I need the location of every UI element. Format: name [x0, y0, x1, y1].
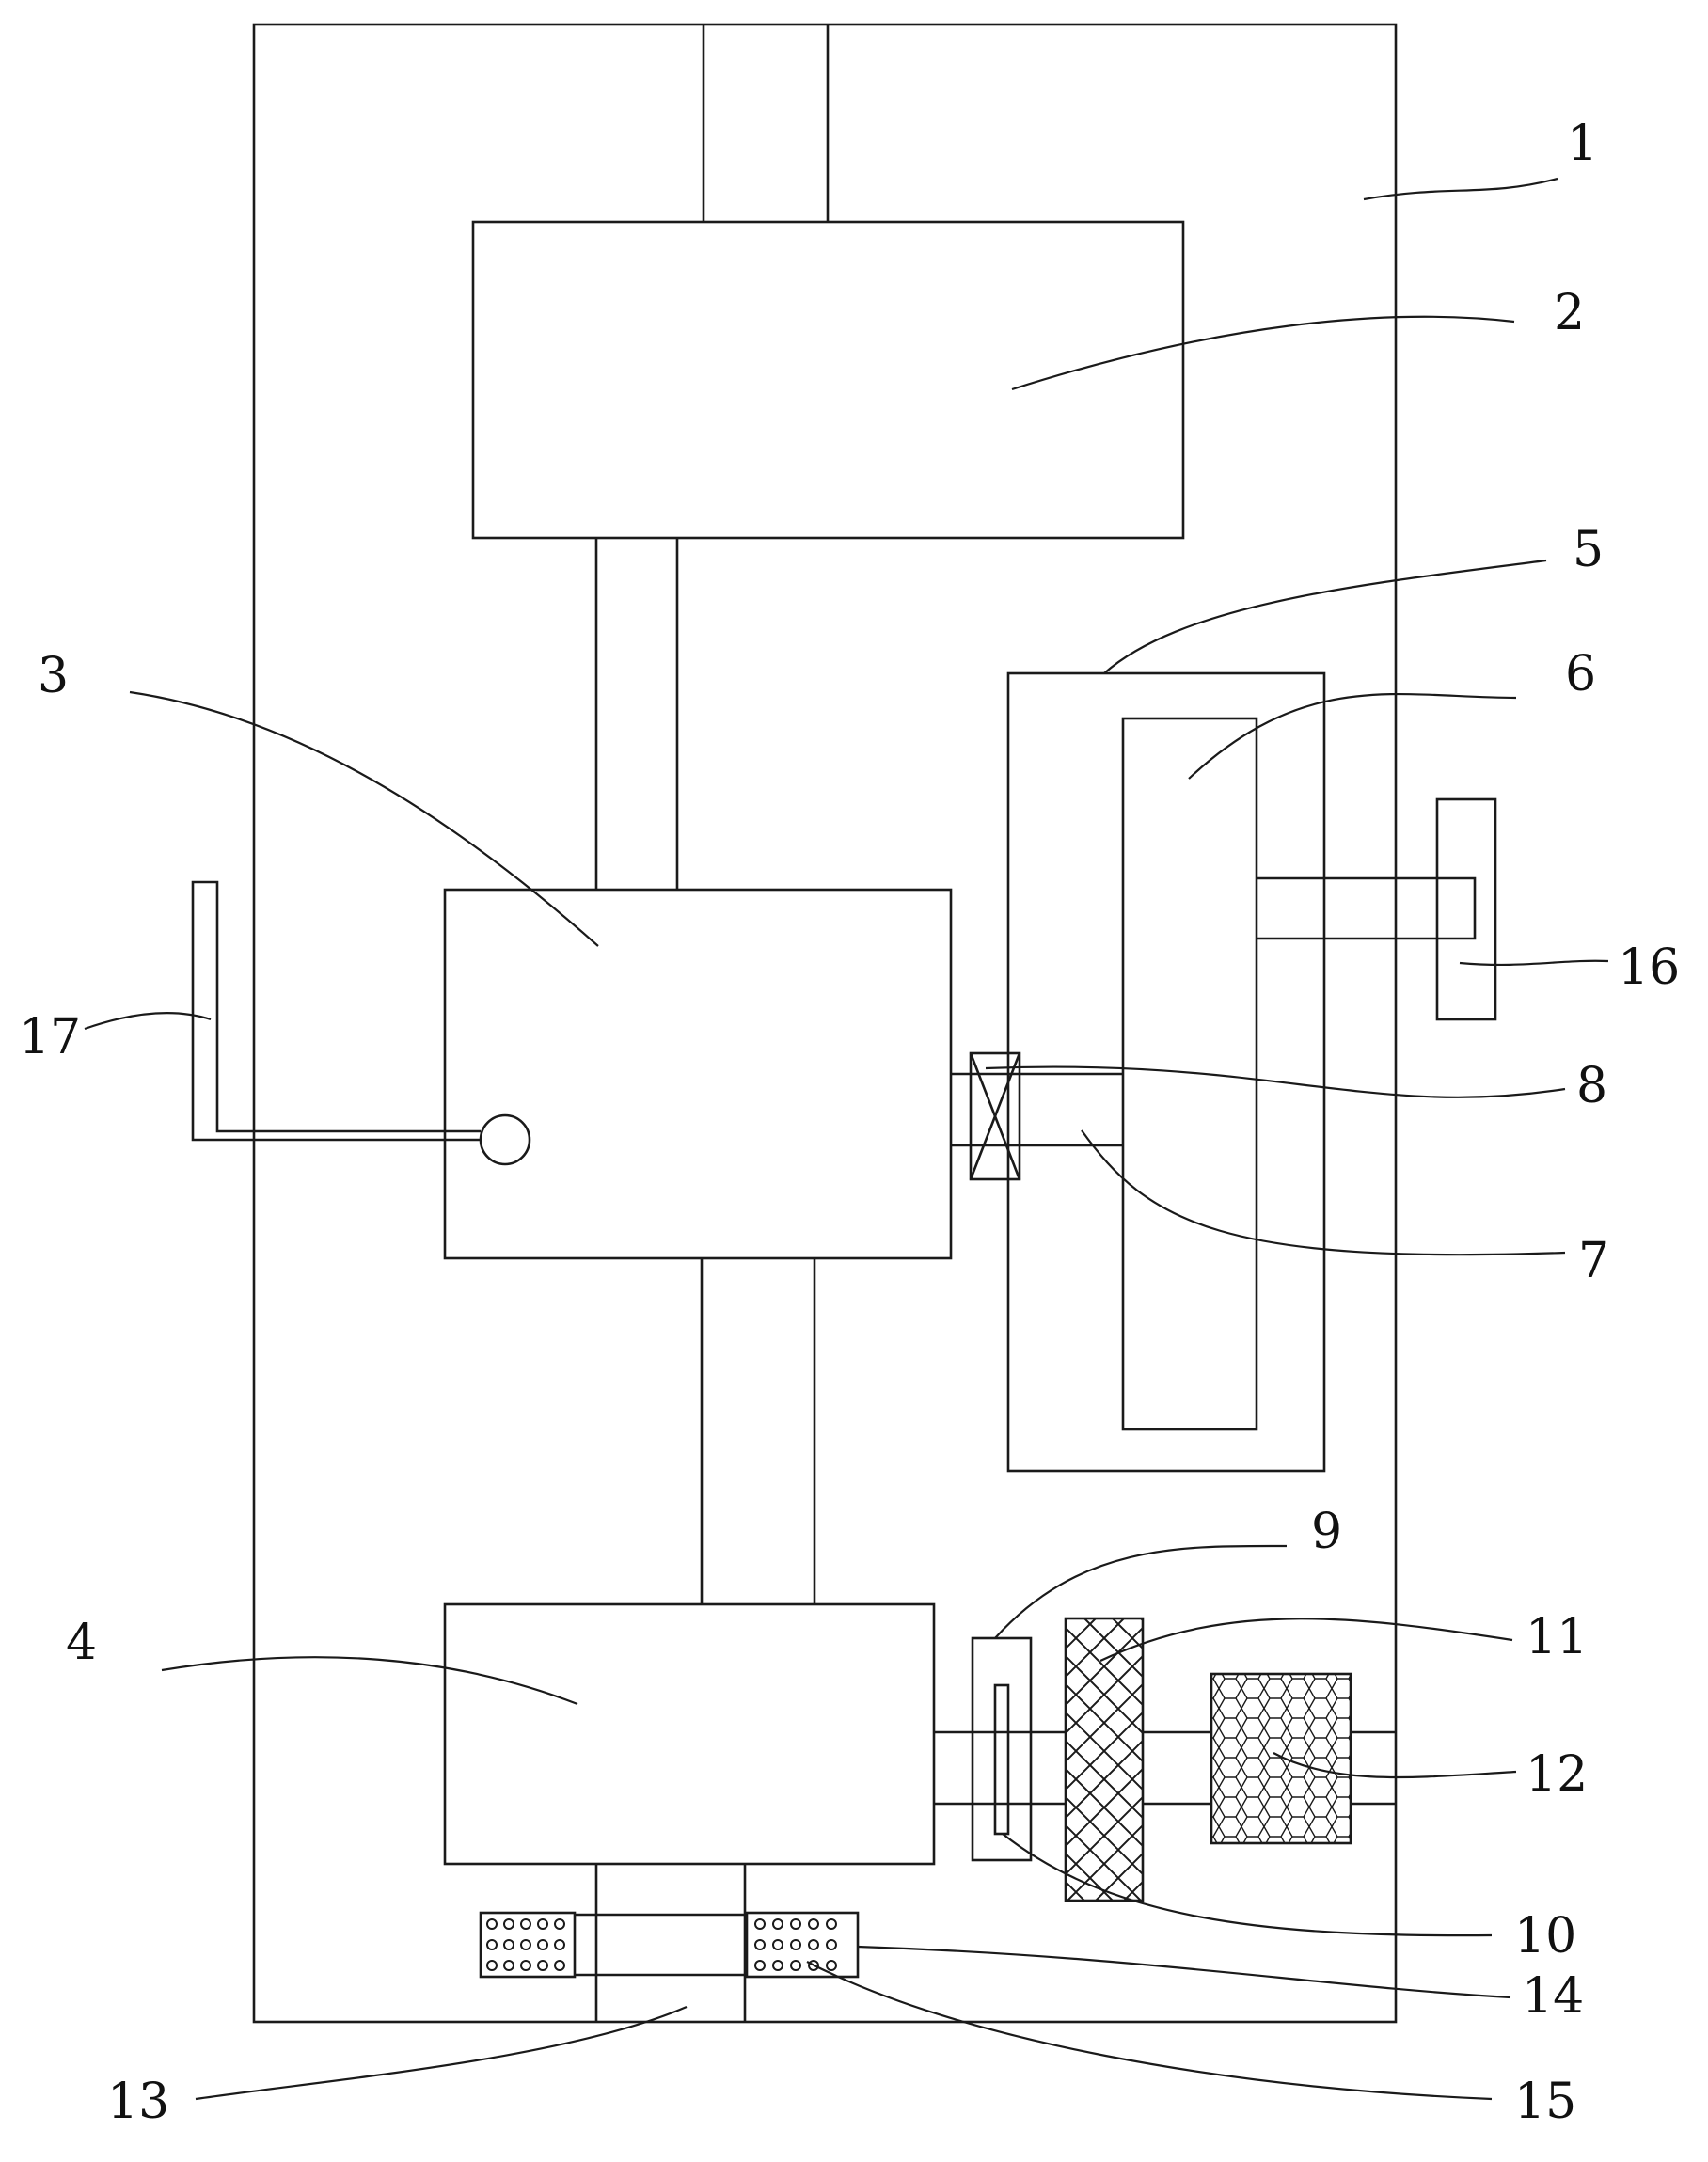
- leader-2: [1011, 315, 1515, 391]
- label-5: 5: [1573, 522, 1604, 578]
- channel-3-4: [700, 1258, 816, 1604]
- label-17: 17: [19, 1009, 81, 1065]
- pipe-7: [951, 1072, 1123, 1147]
- leader-10: [1002, 1833, 1493, 1937]
- leader-7: [1081, 1129, 1566, 1256]
- leader-13: [195, 2005, 688, 2101]
- honeycomb-12: [1210, 1672, 1352, 1845]
- knob-16: [1435, 797, 1497, 1021]
- leader-12: [1273, 1752, 1517, 1779]
- label-14: 14: [1522, 1968, 1584, 2025]
- block-4: [443, 1602, 936, 1866]
- block-3: [443, 888, 953, 1260]
- filter-11: [1064, 1617, 1145, 1902]
- enclosure-5: [1006, 671, 1326, 1473]
- shaft-16: [1257, 876, 1477, 940]
- leader-14: [857, 1945, 1511, 1999]
- label-15: 15: [1514, 2074, 1576, 2130]
- leader-11: [1099, 1618, 1513, 1662]
- label-11: 11: [1526, 1609, 1588, 1665]
- label-10: 10: [1514, 1908, 1576, 1965]
- label-6: 6: [1565, 646, 1596, 702]
- label-1: 1: [1567, 116, 1598, 172]
- label-7: 7: [1578, 1233, 1609, 1289]
- housing-1: [252, 23, 1398, 2024]
- label-16: 16: [1618, 939, 1680, 996]
- channel-2-3: [594, 538, 679, 890]
- valve-8: [969, 1051, 1021, 1181]
- plate-10: [993, 1683, 1010, 1836]
- frame-9: [971, 1636, 1033, 1862]
- label-8: 8: [1576, 1058, 1607, 1114]
- leader-8: [985, 1065, 1566, 1098]
- label-13: 13: [107, 2074, 169, 2130]
- leader-3: [129, 690, 599, 947]
- leader-17: [84, 1012, 212, 1031]
- top-channel: [702, 24, 830, 222]
- leader-15: [806, 1961, 1493, 2101]
- block-2: [471, 220, 1185, 540]
- element-6: [1121, 717, 1258, 1431]
- leader-9: [994, 1544, 1288, 1639]
- leader-1: [1363, 177, 1558, 201]
- perforations-15: [486, 1918, 837, 1971]
- tube-17: [191, 880, 481, 1142]
- leader-6: [1188, 692, 1517, 780]
- label-3: 3: [38, 648, 69, 704]
- label-12: 12: [1526, 1746, 1588, 1803]
- pipe-4-out: [934, 1730, 1396, 1806]
- leader-5: [1103, 559, 1547, 674]
- leader-4: [161, 1656, 578, 1706]
- leader-16: [1459, 959, 1609, 967]
- port-circle-3: [479, 1113, 531, 1166]
- perforated-plates-14: [479, 1911, 860, 1979]
- label-4: 4: [66, 1615, 97, 1671]
- label-9: 9: [1311, 1504, 1342, 1560]
- outlet-13: [594, 1864, 747, 2022]
- label-2: 2: [1554, 285, 1585, 341]
